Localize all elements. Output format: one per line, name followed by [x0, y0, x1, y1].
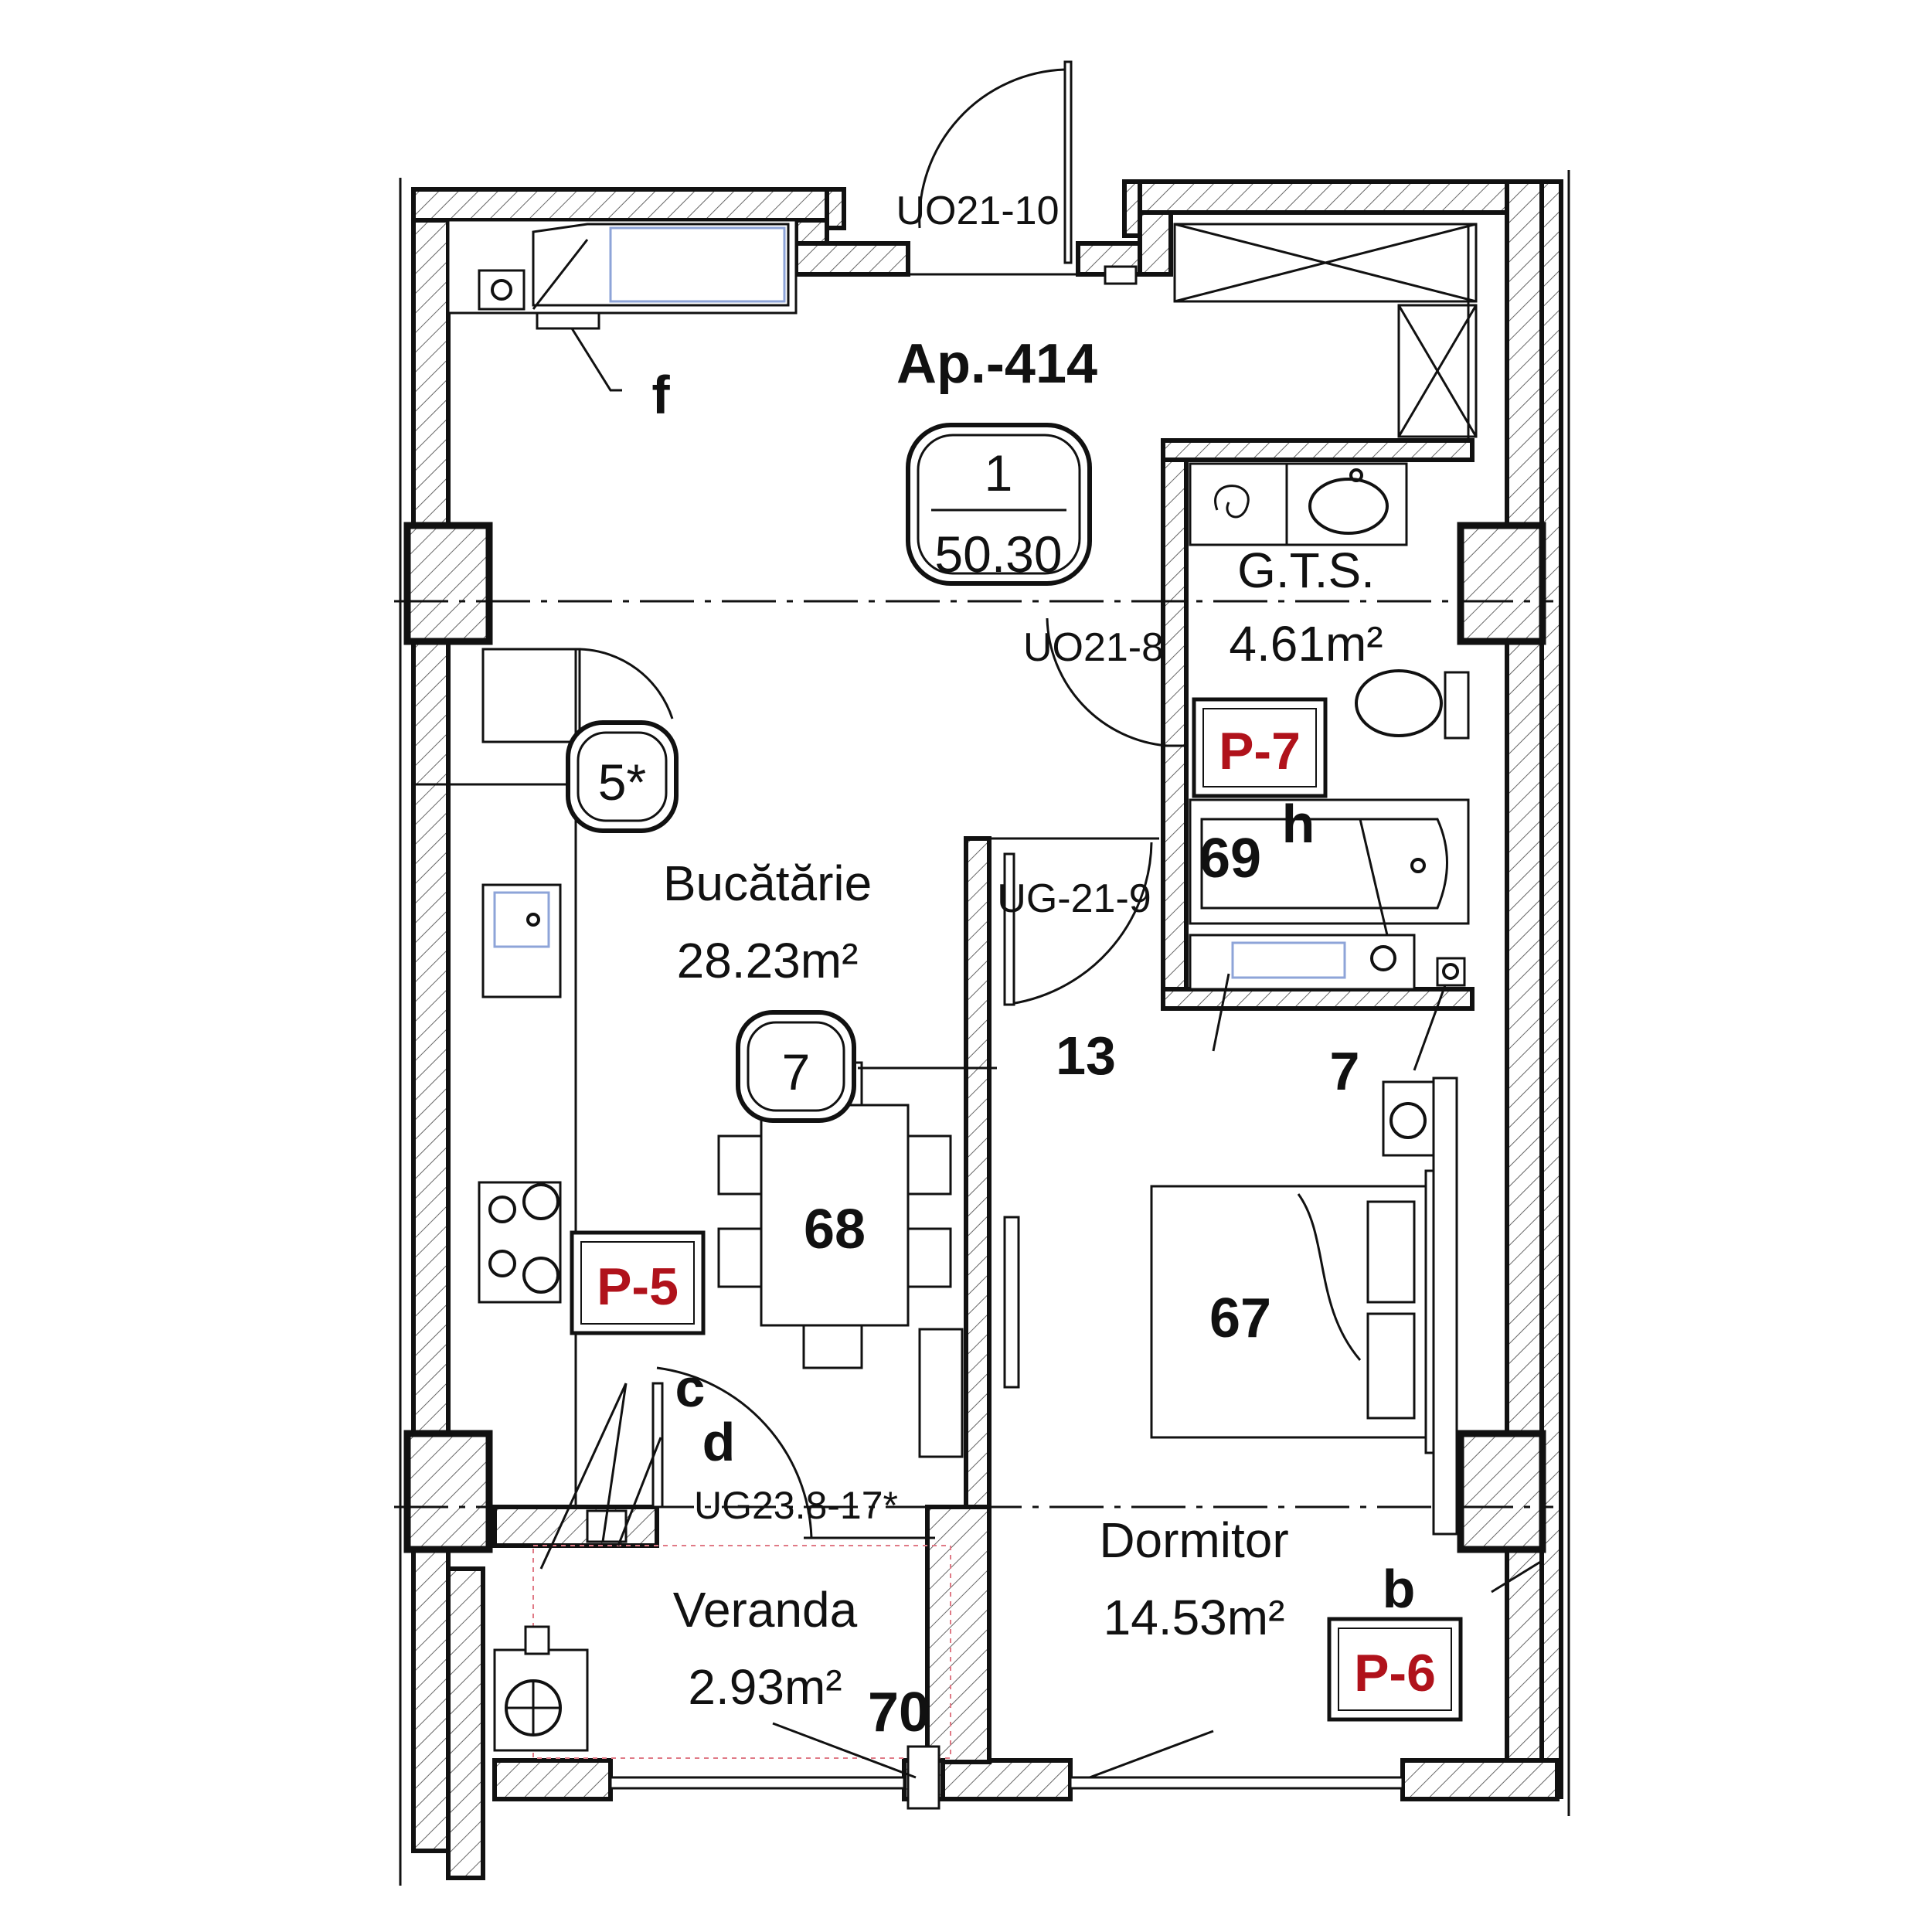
apartment-title: Ap.-414: [896, 333, 1097, 395]
kitchen-units: [478, 648, 674, 1507]
callout-d: d: [702, 1412, 736, 1472]
leader-lines: [413, 783, 1543, 1594]
furniture-numbers: 68 67 69 70: [804, 828, 1271, 1743]
marker-7-label: 7: [782, 1043, 811, 1100]
room-area-gts: 4.61m²: [1229, 616, 1383, 672]
callout-13: 13: [1056, 1026, 1116, 1086]
top-left-fixtures: [447, 219, 798, 392]
tag-p5-label: P-5: [597, 1257, 679, 1316]
room-bucatarie: Bucătărie 28.23m²: [663, 855, 872, 988]
room-name-gts: G.T.S.: [1237, 543, 1375, 598]
room-area-veranda: 2.93m²: [688, 1659, 842, 1715]
callouts: f c d h b 13 7: [651, 365, 1415, 1619]
room-veranda: Veranda 2.93m²: [673, 1582, 858, 1715]
axis-lines: [394, 600, 1553, 1509]
room-dormitor: Dormitor 14.53m²: [1099, 1512, 1288, 1645]
windows: [609, 1722, 1404, 1790]
veranda-door: [651, 1366, 935, 1539]
room-name-dormitor: Dormitor: [1099, 1512, 1288, 1568]
room-area-bucatarie: 28.23m²: [677, 933, 859, 988]
bedroom-door: [989, 837, 1159, 1006]
gts-door: [1046, 617, 1186, 747]
tag-p7-label: P-7: [1219, 722, 1301, 781]
room-name-veranda: Veranda: [673, 1582, 858, 1638]
apartment-label: Ap.-414 1 50.30: [896, 333, 1097, 586]
furniture-number-bathtub: 69: [1199, 828, 1261, 889]
radiator: [918, 1328, 964, 1458]
entrance-door: [844, 60, 1138, 285]
door-label-gts: UO21-8: [1023, 625, 1164, 670]
tag-p5: P-5: [570, 1230, 706, 1335]
room-gts: G.T.S. 4.61m²: [1229, 543, 1383, 672]
storage-unit: [1173, 223, 1478, 440]
tag-p6-label: P-6: [1354, 1644, 1436, 1702]
room-name-bucatarie: Bucătărie: [663, 855, 872, 911]
furniture-number-veranda: 70: [868, 1682, 930, 1743]
apartment-number: 1: [985, 444, 1013, 502]
walls: [411, 179, 1563, 1880]
apartment-total-area: 50.30: [934, 526, 1062, 583]
marker-7: 7: [736, 1010, 856, 1123]
furniture-number-bed: 67: [1209, 1287, 1271, 1349]
door-label-bedroom: UG-21-9: [997, 876, 1151, 921]
callout-7: 7: [1330, 1041, 1360, 1101]
room-area-dormitor: 14.53m²: [1104, 1590, 1285, 1645]
wardrobe: [1003, 1216, 1020, 1389]
callout-b: b: [1383, 1559, 1416, 1619]
tag-p7: P-7: [1192, 697, 1328, 798]
dining-table: [717, 1061, 952, 1369]
callout-f: f: [651, 365, 670, 425]
marker-5star: 5*: [566, 720, 679, 833]
furniture-number-table: 68: [804, 1199, 866, 1260]
veranda-fixtures: [493, 1509, 951, 1810]
callout-c: c: [675, 1358, 706, 1418]
pillars: [403, 522, 1546, 1553]
building-outline: [399, 170, 1570, 1886]
tag-p6: P-6: [1327, 1617, 1463, 1722]
door-labels: UO21-10 UO21-8 UG-21-9 UG23.8-17*: [694, 189, 1164, 1527]
bed: [1150, 1077, 1458, 1536]
marker-5star-label: 5*: [598, 753, 646, 811]
door-label-entrance: UO21-10: [896, 189, 1060, 233]
door-label-veranda: UG23.8-17*: [694, 1484, 898, 1527]
callout-h: h: [1282, 794, 1315, 854]
bathroom-fixtures: [1189, 462, 1470, 991]
